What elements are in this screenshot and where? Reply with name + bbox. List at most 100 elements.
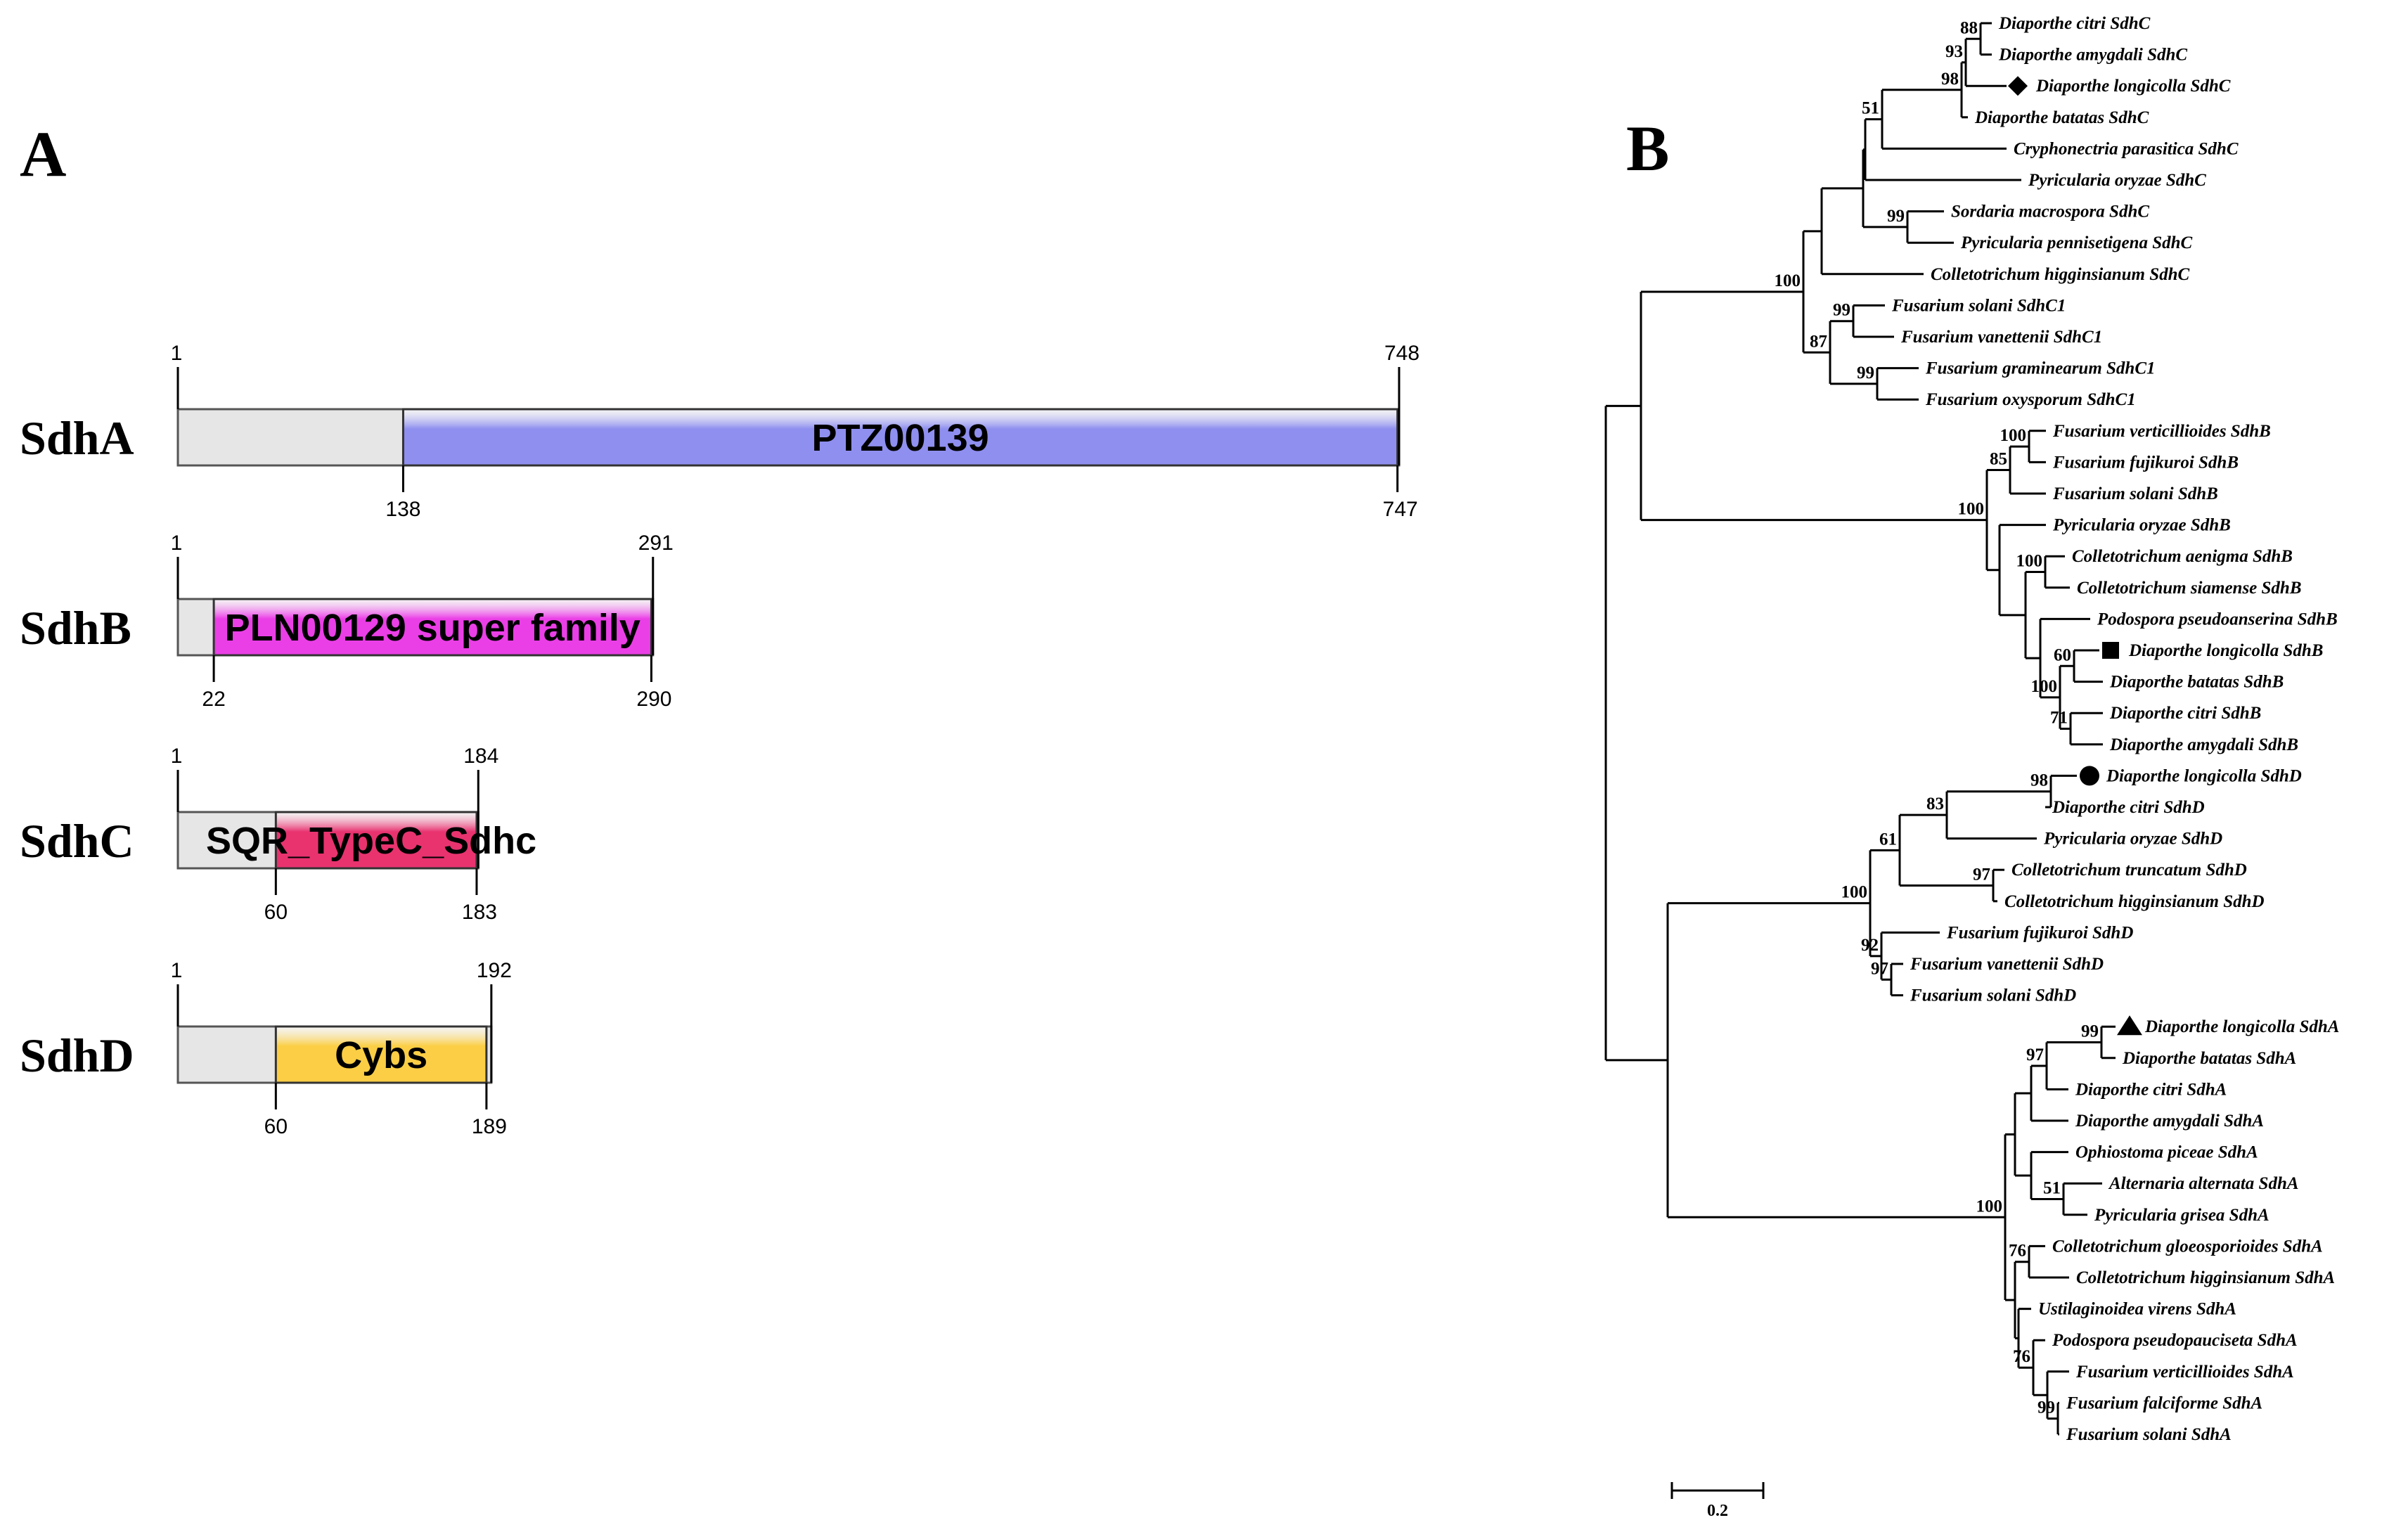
- tree-branches: [1604, 22, 2116, 1436]
- bootstrap-value: 93: [1945, 42, 1963, 61]
- bootstrap-value: 51: [1862, 99, 1879, 118]
- protein-name: SdhA: [20, 411, 134, 465]
- triangle-marker-icon: [2117, 1015, 2142, 1036]
- coord-start: 1: [171, 532, 183, 555]
- tree-leaf-label: Diaporthe citri SdhD: [2052, 798, 2205, 817]
- bootstrap-value: 60: [2054, 645, 2071, 664]
- bootstrap-value: 100: [1976, 1197, 2003, 1216]
- tree-leaf-label: Sordaria macrospora SdhC: [1951, 202, 2149, 221]
- bootstrap-value: 100: [1775, 271, 1801, 290]
- bootstrap-value: 61: [1879, 830, 1897, 849]
- coord-length: 184: [463, 745, 498, 768]
- bootstrap-value: 51: [2043, 1179, 2061, 1198]
- protein-domain: [401, 408, 1399, 467]
- coord-length: 748: [1384, 342, 1419, 365]
- tree-leaf-label: Diaporthe longicolla SdhD: [2106, 766, 2302, 785]
- circle-marker-icon: [2080, 766, 2099, 786]
- tree-leaf-label: Diaporthe amygdali SdhA: [2075, 1112, 2264, 1131]
- tree-leaf-label: Fusarium solani SdhB: [2052, 484, 2218, 503]
- bootstrap-value: 97: [2026, 1045, 2044, 1064]
- tree-leaf-label: Colletotrichum higginsianum SdhD: [2004, 892, 2265, 911]
- protein-domain: [274, 811, 478, 870]
- tree-leaf-label: Fusarium graminearum SdhC1: [1925, 359, 2156, 378]
- tree-leaf-label: Podospora pseudopauciseta SdhA: [2052, 1331, 2298, 1350]
- coord-domain-end: 290: [636, 688, 671, 711]
- tree-leaf-label: Colletotrichum gloeosporioides SdhA: [2052, 1237, 2323, 1256]
- tree-leaf-label: Diaporthe longicolla SdhB: [2128, 641, 2323, 660]
- protein-domain: [274, 1025, 488, 1084]
- tree-leaf-label: Fusarium falciforme SdhA: [2066, 1393, 2262, 1412]
- tree-leaf-label: Fusarium vanettenii SdhD: [1910, 955, 2104, 974]
- panel-a-letter: A: [20, 118, 66, 190]
- tree-leaf-label: Pyricularia oryzae SdhD: [2043, 830, 2222, 849]
- bootstrap-value: 100: [2016, 552, 2043, 571]
- bootstrap-value: 76: [2009, 1242, 2026, 1261]
- tree-leaf-label: Ustilaginoidea virens SdhA: [2038, 1300, 2236, 1319]
- domain-label: Cybs: [335, 1034, 427, 1076]
- tree-leaf-label: Fusarium fujikuroi SdhD: [1946, 923, 2133, 942]
- bootstrap-value: 100: [1958, 500, 1985, 519]
- domain-label: PLN00129 super family: [225, 607, 640, 649]
- tree-leaf-label: Colletotrichum higginsianum SdhA: [2076, 1268, 2335, 1287]
- tree-leaf-label: Colletotrichum higginsianum SdhC: [1931, 265, 2190, 284]
- tree-leaf-label: Diaporthe citri SdhB: [2109, 704, 2261, 723]
- tree-leaf-label: Diaporthe batatas SdhC: [1974, 108, 2149, 127]
- panel-b-letter: B: [1626, 112, 1669, 184]
- tree-leaf-label: Colletotrichum truncatum SdhD: [2011, 861, 2247, 880]
- tree-leaf-label: Fusarium oxysporum SdhC1: [1925, 390, 2136, 409]
- tree-leaf-label: Diaporthe amygdali SdhC: [1998, 46, 2187, 65]
- bootstrap-value: 87: [1810, 332, 1827, 351]
- bootstrap-value: 76: [2013, 1347, 2030, 1366]
- protein-domain: [212, 598, 652, 657]
- bootstrap-value: 100: [1841, 883, 1868, 902]
- coord-domain-start: 138: [385, 498, 420, 521]
- bootstrap-value: 98: [2030, 771, 2048, 790]
- bootstrap-value: 99: [1887, 207, 1905, 226]
- coord-start: 1: [171, 745, 183, 768]
- coord-domain-end: 747: [1383, 498, 1418, 521]
- tree-leaf-label: Fusarium vanettenii SdhC1: [1900, 328, 2102, 347]
- bootstrap-value: 99: [2037, 1398, 2055, 1417]
- protein-name: SdhD: [20, 1029, 134, 1082]
- tree-leaf-label: Pyricularia oryzae SdhC: [2028, 171, 2206, 190]
- coord-domain-start: 60: [264, 1115, 288, 1138]
- protein-name: SdhB: [20, 601, 131, 655]
- coord-domain-start: 60: [264, 901, 288, 924]
- tree-leaf-label: Alternaria alternata SdhA: [2108, 1174, 2299, 1193]
- tree-leaf-label: Colletotrichum aenigma SdhB: [2072, 547, 2293, 566]
- tree-leaf-label: Fusarium solani SdhD: [1910, 986, 2076, 1005]
- bootstrap-value: 98: [1941, 70, 1959, 89]
- bootstrap-value: 97: [1871, 959, 1888, 978]
- coord-length: 192: [477, 959, 512, 982]
- tree-leaf-label: Fusarium solani SdhC1: [1891, 296, 2066, 315]
- diamond-marker-icon: [2008, 76, 2028, 96]
- tree-leaf-label: Pyricularia oryzae SdhB: [2052, 516, 2231, 535]
- tree-leaf-label: Pyricularia grisea SdhA: [2094, 1206, 2269, 1225]
- tree-leaf-label: Cryphonectria parasitica SdhC: [2014, 139, 2239, 158]
- coord-domain-start: 22: [202, 688, 225, 711]
- bootstrap-value: 100: [2031, 677, 2058, 696]
- coord-domain-end: 189: [472, 1115, 507, 1138]
- bootstrap-value: 83: [1926, 794, 1944, 813]
- tree-bootstrap-values: 8893985199999987100100851007160100100988…: [1775, 18, 2099, 1417]
- tree-leaf-label: Colletotrichum siamense SdhB: [2077, 579, 2302, 598]
- tree-leaf-label: Ophiostoma piceae SdhA: [2075, 1143, 2258, 1162]
- tree-leaf-label: Diaporthe batatas SdhB: [2109, 673, 2284, 692]
- tree-leaf-label: Fusarium verticillioides SdhB: [2052, 422, 2271, 441]
- scale-bar-label: 0.2: [1707, 1502, 1728, 1520]
- protein-name: SdhC: [20, 814, 134, 868]
- domain-label: PTZ00139: [811, 417, 989, 459]
- tree-leaf-label: Fusarium solani SdhA: [2066, 1425, 2232, 1444]
- tree-leaf-label: Podospora pseudoanserina SdhB: [2097, 610, 2338, 629]
- tree-leaf-label: Fusarium fujikuroi SdhB: [2052, 453, 2239, 472]
- bootstrap-value: 85: [1990, 450, 2007, 469]
- domain-label: SQR_TypeC_Sdhc: [206, 820, 536, 862]
